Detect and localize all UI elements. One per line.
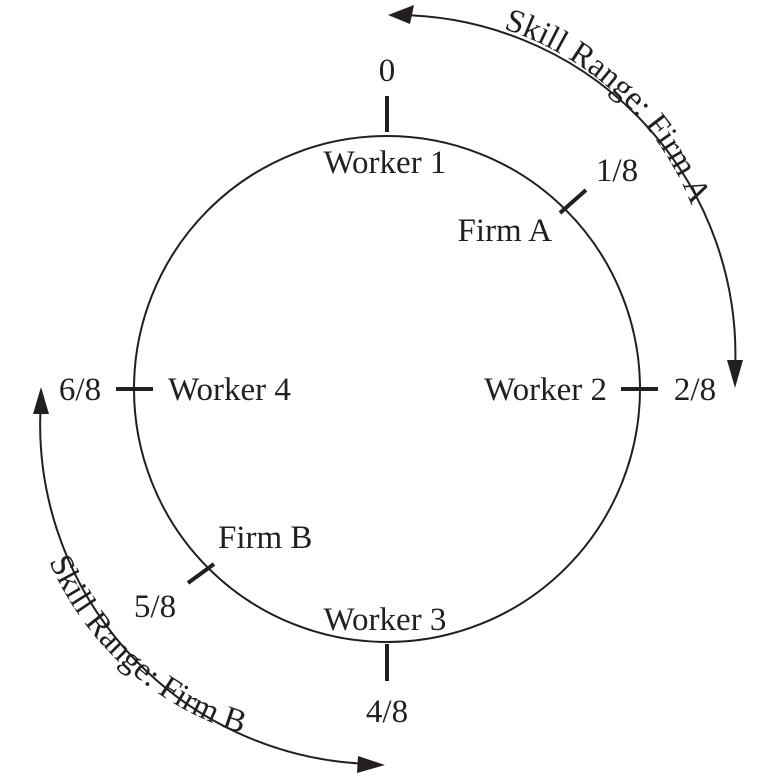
tick-label-2-8: 2/8: [674, 372, 716, 408]
tick-label-5-8: 5/8: [134, 589, 176, 625]
worker-1-label: Worker 1: [324, 145, 447, 181]
tick-label-1-8: 1/8: [596, 153, 638, 189]
worker-2-label: Worker 2: [484, 372, 607, 408]
skill-range-a-end-arrowhead: [727, 360, 743, 388]
firm-a-label: Firm A: [458, 213, 553, 249]
tick-1-8: [558, 188, 588, 215]
worker-4-label: Worker 4: [168, 372, 291, 408]
tick-5-8: [186, 562, 216, 585]
tick-label-0: 0: [379, 53, 396, 89]
skill-range-a-start-arrowhead: [388, 5, 414, 24]
skill-range-b-arrow: [39, 399, 373, 765]
tick-label-4-8: 4/8: [366, 694, 408, 730]
skill-range-a-arrow: [394, 13, 737, 373]
skill-range-b-start-arrowhead: [33, 387, 49, 414]
skill-range-b-end-arrowhead: [357, 756, 385, 773]
tick-label-6-8: 6/8: [59, 372, 101, 408]
worker-3-label: Worker 3: [324, 602, 447, 638]
firm-b-label: Firm B: [218, 520, 312, 556]
